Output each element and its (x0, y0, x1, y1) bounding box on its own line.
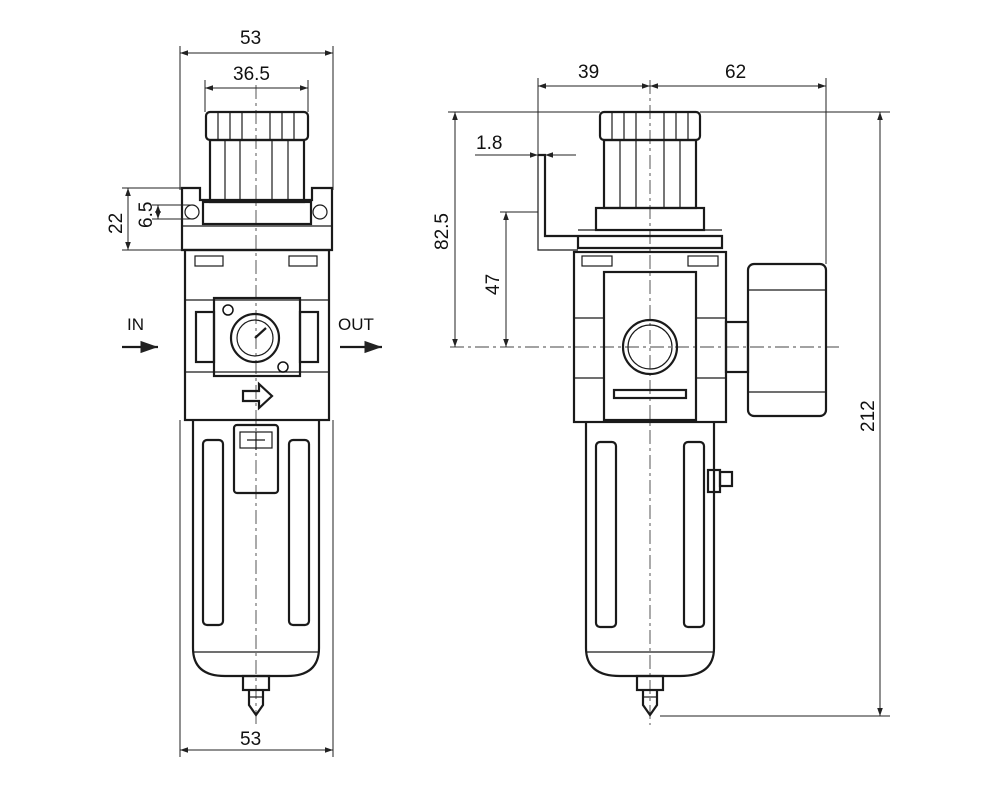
mounting-bracket (180, 186, 334, 252)
dim-left-to-center-label: 39 (578, 62, 599, 83)
dim-top-to-port: 82.5 (432, 111, 600, 347)
side-body (572, 250, 728, 424)
dim-overall-height-label: 212 (858, 400, 879, 432)
dim-overall-height: 212 (660, 111, 890, 717)
port-in: IN (122, 315, 158, 354)
regulator-body (183, 248, 331, 422)
port-out: OUT (338, 315, 382, 354)
front-view: IN OUT 53 36.5 22 (106, 28, 382, 757)
in-label: IN (127, 315, 144, 334)
out-label: OUT (338, 315, 374, 334)
dim-width-bottom-label: 53 (240, 729, 261, 750)
dim-width-top-label: 53 (240, 28, 261, 49)
side-filter-bowl (584, 422, 734, 717)
dim-knob-width: 36.5 (204, 64, 309, 112)
dim-side-horizontal: 39 62 (537, 62, 827, 264)
dim-bracket: 22 6.5 (106, 187, 192, 251)
filter-bowl (191, 420, 321, 717)
dim-bracket-to-port-label: 47 (483, 274, 504, 295)
dim-bracket-to-port: 47 (483, 211, 538, 347)
side-adjustment-knob (594, 110, 706, 232)
side-pressure-gauge (724, 262, 828, 418)
dim-bracket-thickness: 1.8 (475, 133, 576, 158)
side-bracket (537, 153, 724, 251)
dim-center-to-gauge-label: 62 (725, 62, 746, 83)
dim-bracket-height-label: 22 (106, 213, 127, 234)
dim-bracket-thickness-label: 1.8 (476, 133, 502, 154)
adjustment-knob (201, 110, 313, 226)
dim-bracket-hole-label: 6.5 (136, 202, 157, 228)
dim-knob-width-label: 36.5 (233, 64, 270, 85)
dim-top-to-port-label: 82.5 (432, 213, 453, 250)
side-view: 39 62 1.8 82.5 47 212 (432, 62, 890, 725)
dim-width-bottom: 53 (179, 420, 334, 757)
dim-width-top: 53 (179, 28, 334, 190)
